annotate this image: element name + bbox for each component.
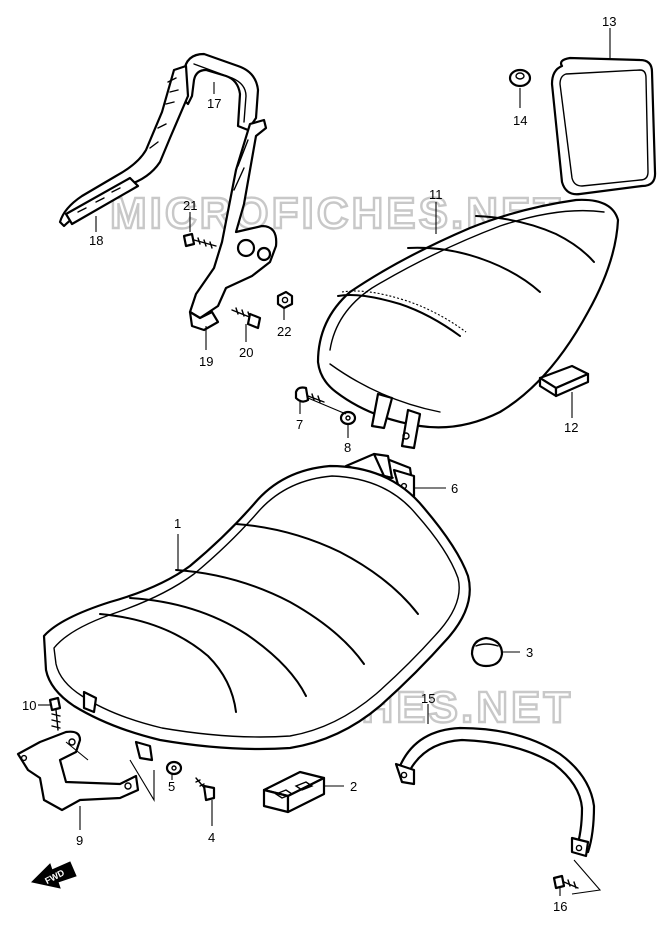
callout-3: 3 xyxy=(526,645,533,660)
damper-block xyxy=(262,770,326,814)
sissy-bar-side-plate xyxy=(188,118,278,332)
cushion-block xyxy=(538,364,590,398)
alignment-lines xyxy=(65,397,602,895)
callout-9: 9 xyxy=(76,833,83,848)
callout-21: 21 xyxy=(183,198,197,213)
front-bracket xyxy=(16,730,140,812)
grommet-14 xyxy=(508,68,532,88)
callout-1: 1 xyxy=(174,516,181,531)
callout-13: 13 xyxy=(602,14,616,29)
callout-4: 4 xyxy=(208,830,215,845)
bolt-20 xyxy=(231,307,262,330)
callout-19: 19 xyxy=(199,354,213,369)
callout-20: 20 xyxy=(239,345,253,360)
passenger-seat xyxy=(316,198,620,450)
callout-5: 5 xyxy=(168,779,175,794)
washer-5 xyxy=(165,760,183,776)
callout-18: 18 xyxy=(89,233,103,248)
callout-12: 12 xyxy=(564,420,578,435)
bolt-10 xyxy=(48,696,62,731)
callout-15: 15 xyxy=(421,691,435,706)
callouts: 1 2 3 4 5 6 7 8 9 10 11 12 13 14 15 16 1 xyxy=(22,14,616,914)
bolt-21 xyxy=(182,232,217,249)
bolt-7 xyxy=(294,386,325,403)
sissy-bar-left-bracket xyxy=(58,64,190,228)
rubber-cap xyxy=(470,636,504,668)
washer-8 xyxy=(339,410,357,426)
grab-strap xyxy=(394,726,596,858)
callout-2: 2 xyxy=(350,779,357,794)
callout-14: 14 xyxy=(513,113,527,128)
callout-22: 22 xyxy=(277,324,291,339)
callout-17: 17 xyxy=(207,96,221,111)
main-seat xyxy=(42,464,471,762)
bolt-4 xyxy=(195,777,216,802)
callout-6: 6 xyxy=(451,481,458,496)
screw-16 xyxy=(552,874,579,890)
backrest-pad xyxy=(550,56,657,196)
callout-8: 8 xyxy=(344,440,351,455)
forward-arrow-icon: FWD xyxy=(30,861,77,889)
sissy-bar-loop xyxy=(182,52,260,132)
callout-16: 16 xyxy=(553,899,567,914)
callout-7: 7 xyxy=(296,417,303,432)
nut-22 xyxy=(276,290,294,310)
callout-11: 11 xyxy=(429,187,443,202)
callout-10: 10 xyxy=(22,698,36,713)
